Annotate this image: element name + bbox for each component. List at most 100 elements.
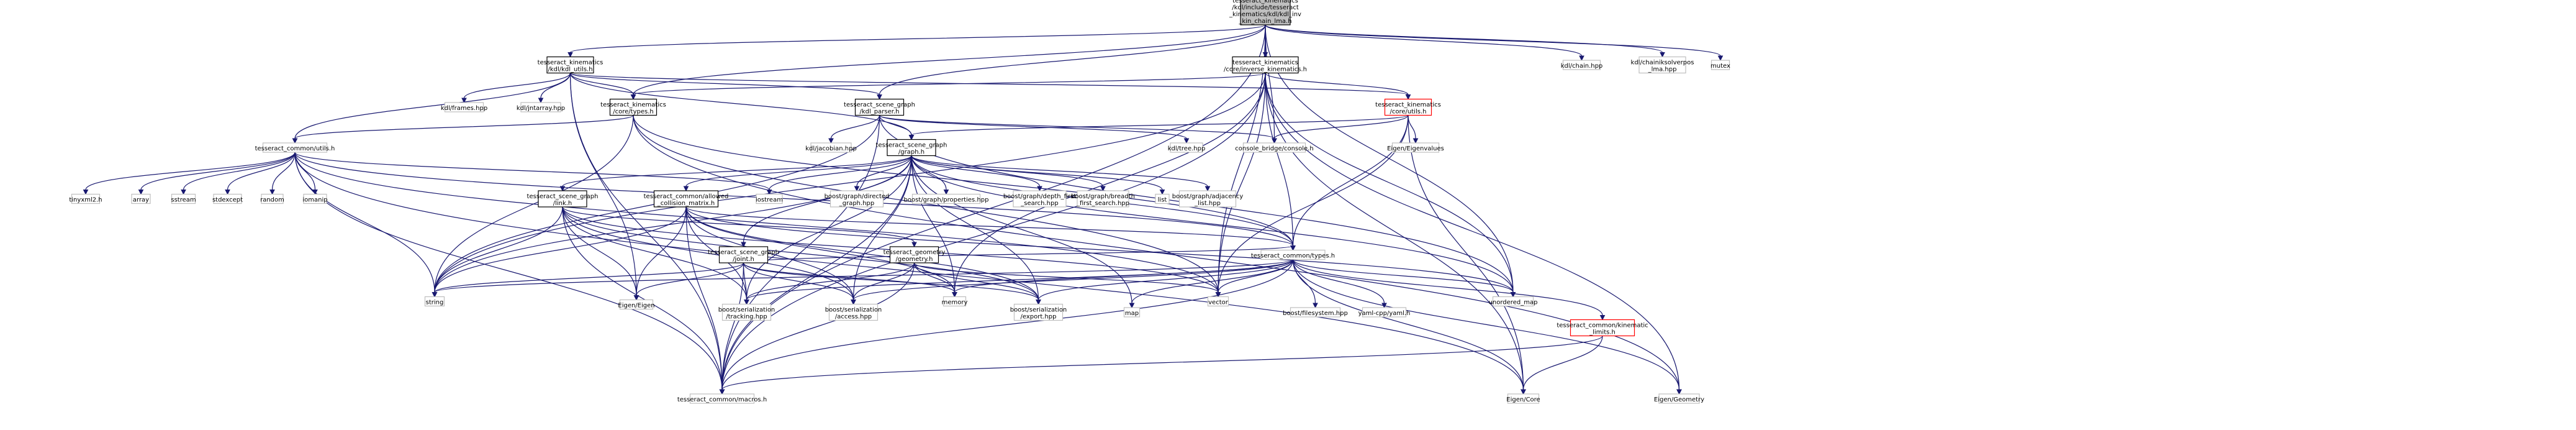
- node-kdl-parser[interactable]: tesseract_scene_graph/kdl_parser.h: [844, 98, 915, 116]
- edge-common_types-to-yaml: [1292, 259, 1387, 309]
- node-sg-joint[interactable]: tesseract_scene_graph/joint.h: [708, 246, 779, 263]
- node-console[interactable]: console_bridge/console.h: [1235, 142, 1314, 153]
- node-geometry[interactable]: tesseract_geometry/geometry.h: [884, 246, 946, 263]
- node-box: [619, 299, 654, 310]
- node-map[interactable]: map: [1123, 307, 1141, 318]
- node-label-line: boost/graph/directed: [825, 193, 890, 200]
- node-box: [1711, 60, 1730, 70]
- edge-scene_graph-to-acm: [683, 155, 912, 192]
- node-export[interactable]: boost/serialization/export.hpp: [1010, 303, 1067, 321]
- node-sg-link[interactable]: tesseract_scene_graph/link.h: [527, 190, 599, 208]
- node-scene-graph[interactable]: tesseract_scene_graph/graph.h: [876, 139, 947, 157]
- node-vector[interactable]: vector: [1207, 296, 1229, 307]
- node-properties[interactable]: boost/graph/properties.hpp: [904, 193, 989, 204]
- node-box: [1240, 0, 1291, 25]
- node-kdl-jacobian[interactable]: kdl/jacobian.hpp: [805, 142, 857, 153]
- node-label-line: Eigen/Eigenvalues: [1387, 145, 1444, 152]
- node-adjacency[interactable]: boost/graph/adjacency_list.hpp: [1172, 190, 1244, 208]
- node-label-line: /kdl/kdl_utils.h: [548, 66, 592, 73]
- node-label-line: sstream: [171, 197, 196, 204]
- node-random[interactable]: random: [260, 193, 284, 204]
- node-string[interactable]: string: [424, 296, 445, 307]
- node-box: [721, 303, 772, 321]
- edge-common_types-to-eigen_geometry: [1292, 259, 1682, 395]
- node-kin-limits[interactable]: tesseract_common/kinematic_limits.h: [1557, 319, 1648, 337]
- node-box: [756, 193, 783, 204]
- node-label-line: /kdl/include/tesseract: [1232, 4, 1299, 11]
- edge-inverse_kin-to-vector: [1215, 73, 1266, 298]
- node-label-line: memory: [942, 300, 968, 306]
- edge-kdl_utils-to-core_types: [569, 73, 636, 100]
- node-tinyxml2[interactable]: tinyxml2.h: [69, 193, 102, 204]
- node-array[interactable]: array: [131, 193, 151, 204]
- node-common-utils[interactable]: tesseract_common/utils.h: [255, 142, 335, 153]
- node-macros[interactable]: tesseract_common/macros.h: [677, 393, 767, 404]
- node-memory[interactable]: memory: [942, 296, 968, 307]
- node-kdl-chainiksolver[interactable]: kdl/chainiksolverpos_lma.hpp: [1631, 56, 1694, 74]
- edge-acm-to-eigen_eigen: [633, 206, 687, 301]
- node-stdexcept[interactable]: stdexcept: [212, 193, 243, 204]
- edge-common_utils-to-random: [269, 152, 296, 195]
- node-label-line: _collision_matrix.h: [657, 200, 715, 207]
- node-label-line: _kinematics/kdl/kdl_inv: [1229, 11, 1301, 18]
- node-box: [171, 193, 196, 204]
- edge-sg_link-to-export: [562, 206, 1041, 305]
- node-eigen-eigen[interactable]: Eigen/Eigen: [618, 299, 655, 310]
- node-label-line: boost/serialization: [1010, 307, 1067, 314]
- edge-common_utils-to-eigen_core: [294, 152, 1526, 395]
- node-acm[interactable]: tesseract_common/allowed_collision_matri…: [644, 190, 729, 208]
- node-iomanip[interactable]: iomanip: [302, 193, 328, 204]
- node-box: [1391, 142, 1440, 153]
- node-eigen-values[interactable]: Eigen/Eigenvalues: [1387, 142, 1444, 153]
- node-label-line: /core/utils.h: [1390, 109, 1427, 116]
- node-core-utils[interactable]: tesseract_kinematics/core/utils.h: [1375, 98, 1441, 116]
- node-box: [1013, 190, 1067, 208]
- node-label-line: tesseract_kinematics: [538, 60, 603, 66]
- node-yaml[interactable]: yaml-cpp/yaml.h: [1358, 307, 1411, 318]
- edge-common_utils-to-stdexcept: [225, 152, 296, 195]
- node-box: [213, 193, 242, 204]
- node-label-line: boost/filesystem.hpp: [1283, 310, 1348, 317]
- node-common-types[interactable]: tesseract_common/types.h: [1251, 249, 1335, 260]
- node-list[interactable]: list: [1155, 193, 1170, 204]
- node-filesystem[interactable]: boost/filesystem.hpp: [1283, 307, 1348, 318]
- node-iostream[interactable]: iostream: [756, 193, 783, 204]
- node-tracking[interactable]: boost/serialization/tracking.hpp: [718, 303, 775, 321]
- node-dfs[interactable]: boost/graph/depth_first_search.hpp: [1003, 190, 1076, 208]
- node-box: [261, 193, 284, 204]
- edge-common_types-to-memory: [952, 258, 1294, 298]
- node-label-line: boost/graph/breadth: [1071, 193, 1135, 200]
- node-kdl-utils[interactable]: tesseract_kinematics/kdl/kdl_utils.h: [538, 56, 603, 74]
- edge-kin_limits-to-eigen_core: [1521, 336, 1603, 395]
- node-kdl-tree[interactable]: kdl/tree.hpp: [1168, 142, 1206, 153]
- node-label-line: Eigen/Core: [1506, 396, 1540, 403]
- node-kdl-jntarray[interactable]: kdl/jntarray.hpp: [517, 102, 565, 112]
- edge-core_utils-to-scene_graph: [908, 114, 1409, 140]
- node-kdl-frames[interactable]: kdl/frames.hpp: [441, 102, 487, 112]
- node-box: [1260, 249, 1326, 260]
- node-directed-graph[interactable]: boost/graph/directed_graph.hpp: [825, 190, 890, 208]
- node-kdl-chain[interactable]: kdl/chain.hpp: [1561, 60, 1603, 70]
- edge-common_utils-to-common_types: [294, 152, 1296, 251]
- node-label-line: boost/serialization: [825, 307, 882, 314]
- node-unordered-map[interactable]: unordered_map: [1489, 296, 1538, 307]
- edge-core_utils-to-common_types: [1290, 115, 1409, 251]
- node-eigen-geometry[interactable]: Eigen/Geometry: [1654, 393, 1704, 404]
- node-inverse-kin[interactable]: tesseract_kinematics/core/inverse_kinema…: [1224, 56, 1307, 74]
- node-label-line: /core/types.h: [613, 109, 653, 116]
- node-access[interactable]: boost/serialization/access.hpp: [825, 303, 882, 321]
- node-label-line: yaml-cpp/yaml.h: [1358, 310, 1411, 317]
- node-core-types[interactable]: tesseract_kinematics/core/types.h: [600, 98, 666, 116]
- node-label-line: vector: [1208, 300, 1229, 306]
- node-mutex[interactable]: mutex: [1711, 60, 1730, 70]
- edge-kin_limits-to-macros: [719, 336, 1603, 395]
- node-root[interactable]: tesseract_kinematics/kdl/include/tessera…: [1229, 0, 1301, 25]
- node-sstream[interactable]: sstream: [171, 193, 196, 204]
- edge-common_types-to-export: [1036, 259, 1294, 305]
- node-eigen-core[interactable]: Eigen/Core: [1506, 393, 1540, 404]
- node-box: [1638, 56, 1686, 74]
- node-label-line: tesseract_scene_graph: [708, 249, 779, 256]
- node-label-line: tesseract_kinematics: [1232, 60, 1298, 66]
- node-bfs[interactable]: boost/graph/breadth_first_search.hpp: [1071, 190, 1135, 208]
- node-box: [689, 393, 755, 404]
